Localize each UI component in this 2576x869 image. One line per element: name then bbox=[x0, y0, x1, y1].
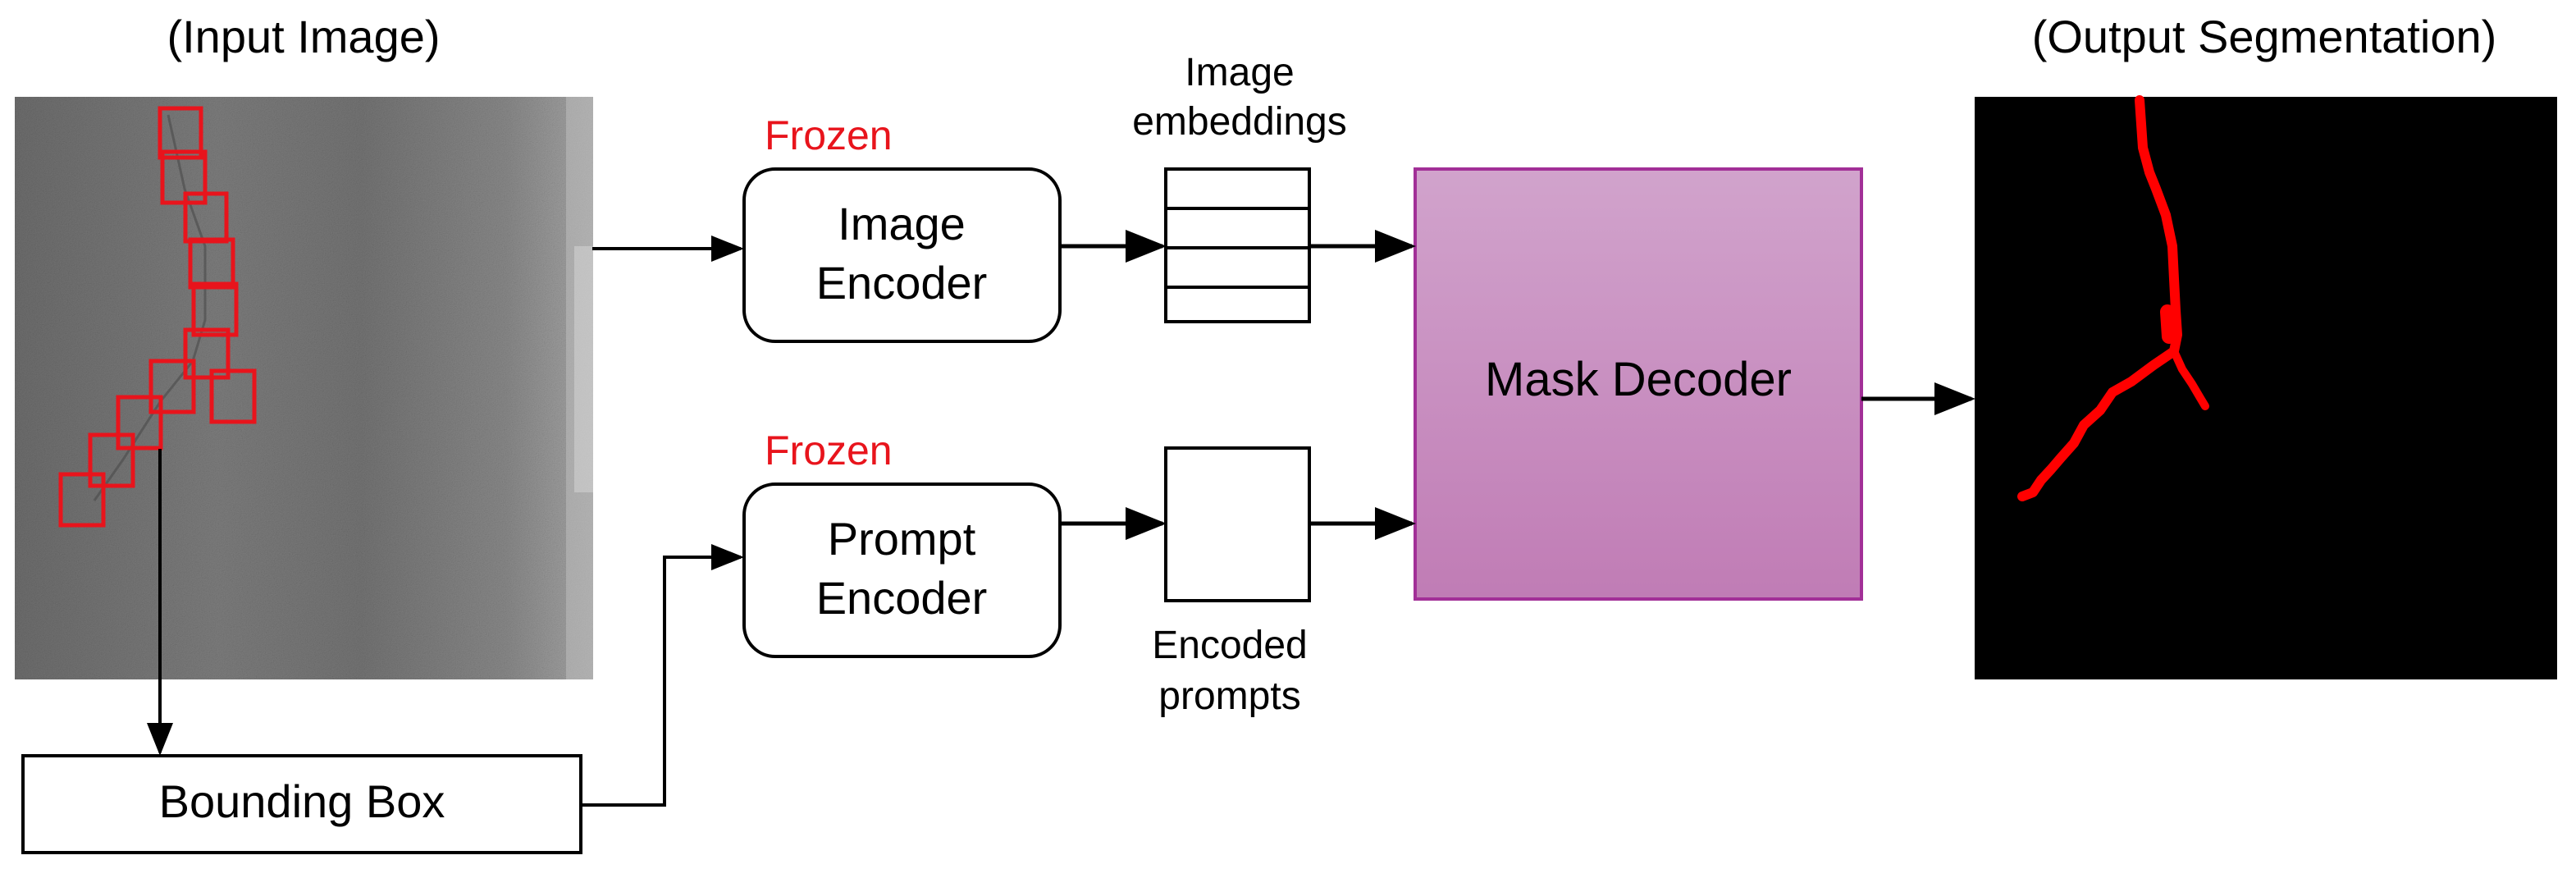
prompt-encoder-label-line2: Encoder bbox=[816, 572, 988, 624]
encoded-prompts-label-line1: Encoded bbox=[1152, 624, 1308, 667]
crack-bounding-boxes bbox=[58, 106, 257, 528]
crack-mask bbox=[2017, 95, 2209, 501]
frozen-label-image-encoder: Frozen bbox=[765, 112, 893, 158]
encoded-prompts-block bbox=[1164, 446, 1311, 602]
input-image bbox=[15, 97, 593, 679]
arrow-bounding-box-to-prompt-encoder bbox=[581, 544, 744, 807]
image-embeddings-stack bbox=[1164, 167, 1311, 323]
output-image-title: (Output Segmentation) bbox=[2032, 11, 2497, 62]
input-image-title: (Input Image) bbox=[167, 11, 440, 62]
crack-box bbox=[116, 395, 163, 451]
image-embeddings-label-line2: embeddings bbox=[1132, 100, 1347, 144]
prompt-encoder-label-line1: Prompt bbox=[828, 513, 976, 565]
image-encoder-label-line1: Image bbox=[838, 198, 966, 249]
crack-box bbox=[209, 368, 257, 424]
image-embeddings-label-line1: Image bbox=[1185, 51, 1294, 94]
bounding-box-label: Bounding Box bbox=[159, 775, 445, 827]
crack-box bbox=[188, 237, 235, 290]
prompt-encoder-block bbox=[742, 483, 1062, 658]
mask-decoder-block bbox=[1414, 167, 1863, 601]
crack-box bbox=[58, 472, 106, 528]
image-encoder-block bbox=[742, 167, 1062, 343]
frozen-label-prompt-encoder: Frozen bbox=[765, 428, 893, 473]
crack-box bbox=[191, 281, 239, 337]
encoded-prompts-label-line2: prompts bbox=[1158, 675, 1300, 718]
output-image bbox=[1975, 97, 2557, 679]
connectors bbox=[147, 230, 1975, 807]
crack-box bbox=[148, 359, 196, 414]
bounding-box-block bbox=[21, 754, 582, 854]
crack-box bbox=[88, 432, 135, 488]
crack-box bbox=[158, 106, 203, 160]
image-encoder-label-line2: Encoder bbox=[816, 257, 988, 309]
mask-decoder-label: Mask Decoder bbox=[1485, 353, 1792, 406]
crack-box bbox=[183, 327, 231, 380]
